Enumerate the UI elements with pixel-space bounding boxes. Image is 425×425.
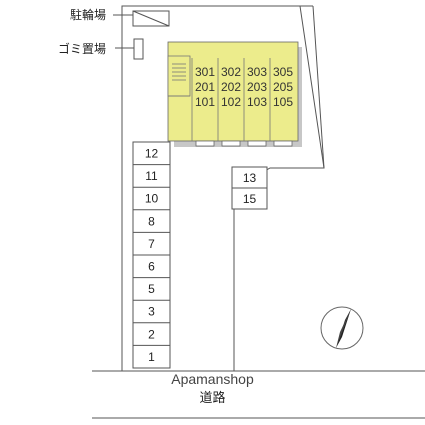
room-number: 105 (273, 95, 293, 109)
north-arrow-icon (320, 306, 364, 350)
parking-slot-number: 5 (148, 282, 155, 296)
room-number: 103 (247, 95, 267, 109)
parking-slot-number: 3 (148, 305, 155, 319)
room-number: 203 (247, 80, 267, 94)
room-number: 205 (273, 80, 293, 94)
parking-slot-number: 6 (148, 260, 155, 274)
parking-slot-number: 7 (148, 237, 155, 251)
parking-slot-number: 15 (243, 192, 257, 206)
room-number: 305 (273, 65, 293, 79)
parking-slot-number: 11 (145, 169, 158, 183)
road-label: 道路 (199, 391, 226, 406)
parking-slot-number: 10 (145, 192, 159, 206)
watermark-text: Apamanshop (171, 371, 254, 387)
garbage-area-box (133, 38, 144, 60)
parking-slot-number: 8 (148, 214, 155, 228)
parking-slot-number: 2 (148, 327, 155, 341)
room-number: 301 (195, 65, 215, 79)
bicycle-parking-label: 駐輪場 (70, 8, 107, 22)
room-number: 102 (221, 95, 241, 109)
room-number: 303 (247, 65, 267, 79)
parking-slot-number: 12 (145, 147, 159, 161)
parking-left: 12 11 10 8 7 6 5 3 2 1 (132, 141, 171, 369)
parking-slot-number: 1 (148, 350, 155, 364)
room-number: 202 (221, 80, 241, 94)
room-number: 101 (195, 95, 215, 109)
room-number: 201 (195, 80, 215, 94)
room-number: 302 (221, 65, 241, 79)
parking-right: 13 15 (231, 166, 268, 210)
garbage-area-label: ゴミ置場 (58, 42, 107, 56)
parking-slot-number: 13 (243, 171, 257, 185)
